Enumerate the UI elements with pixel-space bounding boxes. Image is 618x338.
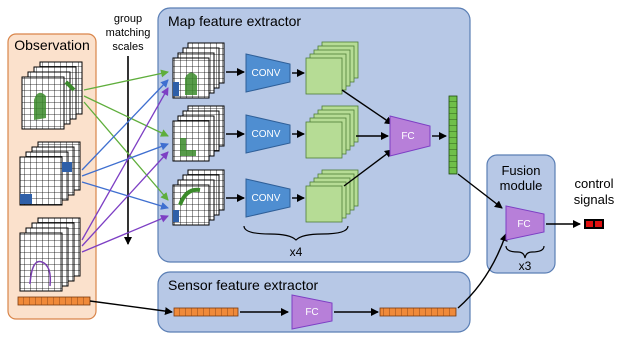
feature-maps-3 <box>305 169 359 223</box>
sensor-input-arrow <box>89 300 173 316</box>
map-row-2 <box>172 105 225 162</box>
map-extractor-title: Map feature extractor <box>168 13 301 29</box>
group-label-line2: matching <box>106 27 151 39</box>
control-signals-line1: control <box>574 176 613 191</box>
repeat-brace-x4 <box>243 225 349 241</box>
map-to-fusion-arrow <box>457 173 503 209</box>
fusion-title-line2: module <box>500 178 543 193</box>
sensor-input-vector <box>17 296 91 306</box>
conv-label-1: CONV <box>252 68 281 79</box>
map-row-1 <box>172 42 225 99</box>
sensor-fc-label: FC <box>305 307 318 318</box>
sensor-vector-out <box>379 307 457 317</box>
conv-label-3: CONV <box>252 193 281 204</box>
conv-block-3: CONV <box>245 178 291 218</box>
control-signals-output <box>584 219 604 229</box>
conv-block-1: CONV <box>245 53 291 93</box>
fusion-title-line1: Fusion <box>501 163 540 178</box>
feature-maps-2 <box>305 105 359 159</box>
group-matching-arrows <box>81 69 169 253</box>
group-label-line1: group <box>114 13 142 25</box>
conv-label-2: CONV <box>252 129 281 140</box>
observation-grid-stack-1 <box>21 61 83 130</box>
map-fc-label: FC <box>401 131 414 142</box>
sensor-fc-block: FC <box>291 294 333 330</box>
map-row-3 <box>172 169 225 226</box>
sensor-to-fusion-arrow <box>457 233 508 309</box>
map-fc-block: FC <box>389 115 431 157</box>
feature-maps-1 <box>305 41 359 95</box>
repeat-x3-label: x3 <box>519 259 532 273</box>
control-signals-line2: signals <box>574 192 615 207</box>
observation-grid-stack-2 <box>19 141 81 206</box>
observation-title: Observation <box>14 37 89 53</box>
map-feature-vector <box>448 95 458 175</box>
group-label-line3: scales <box>112 41 144 53</box>
sensor-extractor-title: Sensor feature extractor <box>168 277 319 293</box>
sensor-vector-in <box>173 307 239 317</box>
conv-block-2: CONV <box>245 114 291 154</box>
fusion-fc-block: FC <box>505 205 545 241</box>
repeat-brace-x3 <box>505 245 545 259</box>
observation-grid-stack-3 <box>19 217 81 292</box>
fusion-fc-label: FC <box>517 219 530 230</box>
repeat-x4-label: x4 <box>290 245 303 259</box>
